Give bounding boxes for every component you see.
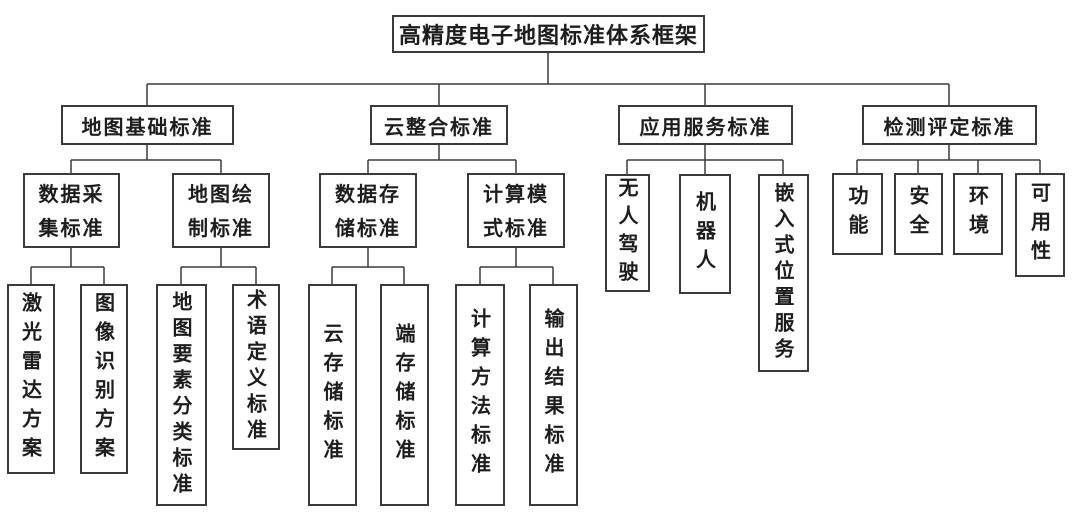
node-label: 术语定义标准 [243,289,268,445]
node-label: 激光雷达方案 [18,292,43,466]
connector-map-drawing [180,248,257,284]
node-calculation-method-standard: 计算方法标准 [455,284,505,506]
node-testing-evaluation-standard: 检测评定标准 [862,105,1037,145]
node-label: 环境 [965,185,990,243]
node-label: 地图要素分类标准 [169,291,193,499]
node-map-element-classification-standard: 地图要素分类标准 [156,284,207,506]
node-label: 云整合标准 [384,114,494,139]
node-label: 可用性 [1027,181,1052,269]
node-data-collection-standard: 数据采集标准 [23,173,120,248]
node-label: 机器人 [692,190,717,278]
connector-branch-4 [856,145,1041,173]
node-label: 数据采集标准 [38,181,105,240]
node-terminology-definition-standard: 术语定义标准 [232,284,280,450]
connector-branch-3 [626,145,784,174]
node-image-recognition-plan: 图像识别方案 [80,284,128,474]
node-terminal-storage-standard: 端存储标准 [380,284,429,506]
node-safety: 安全 [894,173,943,255]
node-label: 数据存储标准 [335,181,401,240]
node-label: 地图绘制标准 [188,181,254,240]
connector-computation-mode [479,248,554,284]
node-label: 图像识别方案 [91,292,116,466]
connector-branch-1 [70,145,222,173]
node-embedded-location-service: 嵌入式位置服务 [758,174,809,372]
node-computation-mode-standard: 计算模式标准 [467,173,565,248]
node-usability: 可用性 [1015,173,1065,277]
node-label: 无人驾驶 [615,177,639,289]
node-label: 检测评定标准 [883,114,1016,139]
node-map-basic-standard: 地图基础标准 [61,105,234,145]
node-data-storage-standard: 数据存储标准 [319,173,417,248]
connector-branch-2 [367,145,517,173]
node-output-result-standard: 输出结果标准 [529,284,578,506]
connector-data-collection [30,248,105,284]
node-unmanned-driving: 无人驾驶 [605,174,650,292]
node-function: 功能 [832,173,883,255]
node-cloud-storage-standard: 云存储标准 [308,284,357,506]
node-root-framework: 高精度电子地图标准体系框架 [392,15,705,53]
node-application-service-standard: 应用服务标准 [618,105,793,145]
node-label: 计算模式标准 [483,181,549,240]
node-robot: 机器人 [679,174,731,294]
connector-data-storage [331,248,405,284]
connector-root [146,52,950,105]
node-label: 嵌入式位置服务 [771,182,795,364]
node-label: 地图基础标准 [81,114,214,139]
node-label: 云存储标准 [320,322,344,468]
node-label: 安全 [906,185,930,243]
node-cloud-integration-standard: 云整合标准 [370,105,508,145]
node-map-drawing-standard: 地图绘制标准 [172,173,270,248]
node-label: 计算方法标准 [467,308,492,482]
node-lidar-plan: 激光雷达方案 [7,284,55,474]
node-label: 功能 [845,185,869,243]
node-environment: 环境 [953,173,1003,255]
node-label: 高精度电子地图标准体系框架 [398,23,698,49]
node-label: 端存储标准 [392,322,416,468]
node-label: 输出结果标准 [541,308,565,482]
node-label: 应用服务标准 [639,114,772,139]
